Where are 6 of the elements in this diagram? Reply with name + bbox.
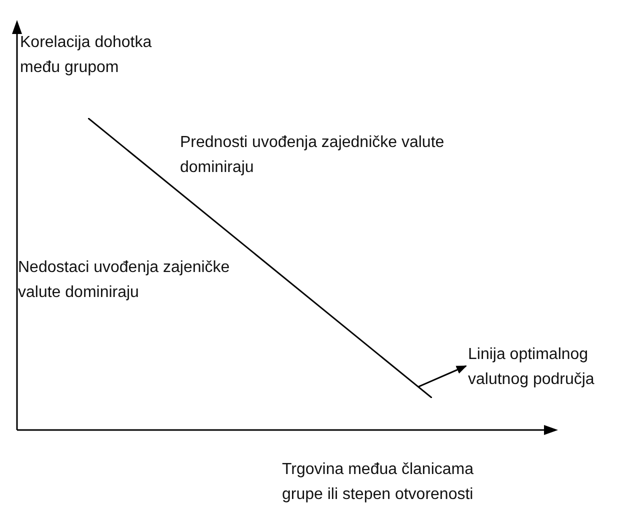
y-axis-label: Korelacija dohotka među grupom	[20, 33, 153, 78]
region-label: Nedostaci uvođenja zajeničke valute dominiraju	[18, 258, 231, 303]
region-label: Prednosti uvođenja zajedničke valute dominiraju	[180, 133, 445, 178]
line-label: Linija optimalnog valutnog područja	[468, 342, 628, 392]
x-axis-label: Trgovina međua članicama grupe ili stepen otvorenosti	[282, 460, 474, 505]
arrow	[418, 365, 467, 388]
